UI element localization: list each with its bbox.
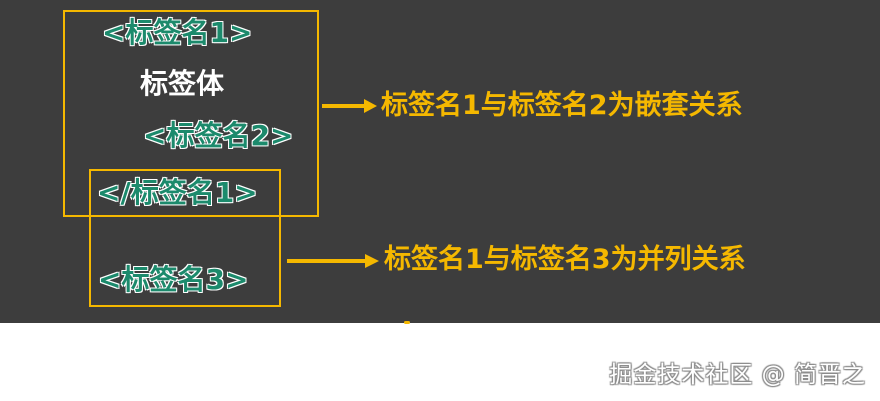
- diagram-slide: <标签名1> 标签体 <标签名2> </标签名1> <标签名3> 标签名1与标签…: [0, 0, 880, 323]
- nested-relation-label: 标签名1与标签名2为嵌套关系: [381, 90, 743, 121]
- tag1-open-label: <标签名1>: [102, 16, 253, 49]
- tag1-close-label: </标签名1>: [97, 176, 258, 209]
- watermark-text: 掘金技术社区 @ 简晋之: [609, 362, 866, 388]
- decorative-speck: [404, 321, 410, 324]
- arrow-right-icon: [322, 99, 377, 113]
- tag3-open-label: <标签名3>: [98, 263, 249, 296]
- tag-body-label: 标签体: [140, 67, 225, 100]
- parallel-group-box: [89, 169, 281, 307]
- tag2-open-label: <标签名2>: [143, 119, 294, 152]
- parallel-relation-label: 标签名1与标签名3为并列关系: [384, 244, 746, 275]
- arrow-right-icon: [287, 254, 379, 268]
- nested-group-box: [63, 10, 319, 217]
